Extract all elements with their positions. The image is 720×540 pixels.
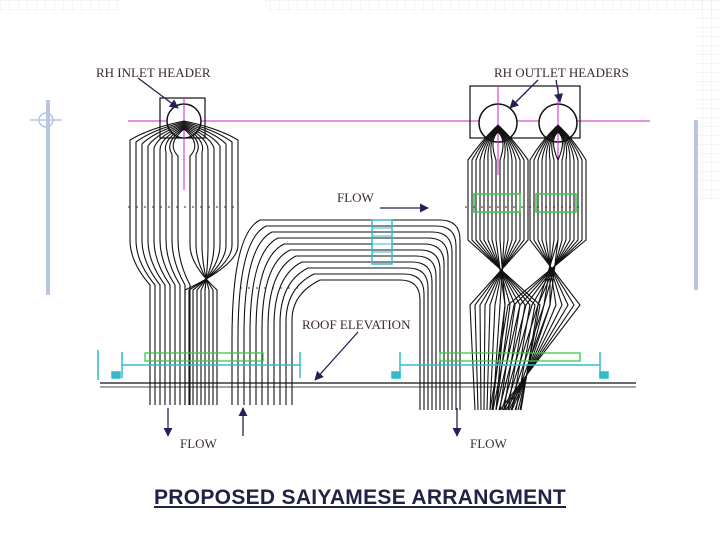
outlet-tube — [489, 129, 509, 411]
inlet-tube-bundle — [129, 120, 239, 405]
roof-pointer-arrow — [314, 331, 359, 381]
outlet-tube — [483, 128, 521, 411]
crossover-tube — [273, 261, 433, 410]
crossover-tube-bundle — [231, 219, 461, 410]
outlet-tube — [508, 127, 563, 411]
outlet-tube — [502, 125, 575, 411]
outlet-tube — [479, 126, 521, 411]
outlet-tube — [517, 130, 559, 411]
rh-outlet-headers — [469, 85, 581, 175]
outlet-tube — [498, 127, 575, 411]
outlet-tube — [507, 130, 565, 411]
outlet-tube — [483, 127, 517, 411]
inlet-tube — [159, 125, 185, 405]
inlet-tube — [135, 121, 185, 405]
crossover-tube — [279, 267, 429, 410]
flow-bottom-left-label: FLOW — [180, 436, 217, 451]
inlet-tube — [147, 123, 185, 405]
inlet-tube — [169, 127, 186, 405]
outlet-tube — [492, 130, 506, 411]
outlet-tube — [492, 125, 583, 411]
outlet-tube — [489, 124, 587, 411]
outlet-tube — [511, 128, 559, 411]
crossover-tube — [261, 249, 441, 410]
outlet-tube — [514, 129, 559, 411]
inlet-pointer-arrow — [137, 77, 179, 109]
crossover-tube — [249, 237, 449, 410]
inlet-tube — [164, 126, 185, 405]
outlet-tube — [487, 129, 516, 411]
inlet-tube — [141, 122, 185, 405]
crossover-tube — [291, 279, 421, 410]
flow-bottom-right-label: FLOW — [470, 436, 507, 451]
outlet-tube — [495, 126, 579, 411]
crossover-tube — [267, 255, 437, 410]
roof-elevation-label: ROOF ELEVATION — [302, 317, 411, 332]
rh-inlet-header-label: RH INLET HEADER — [96, 65, 211, 80]
crossover-tube — [285, 273, 425, 410]
inlet-tube — [153, 124, 185, 405]
outlet-tube — [491, 131, 506, 411]
roof-structure — [97, 350, 636, 388]
crossover-tube — [243, 231, 453, 410]
page-title: PROPOSED SAIYAMESE ARRANGMENT — [153, 486, 567, 509]
outlet-tube — [501, 128, 571, 411]
outlet-tube — [486, 128, 513, 411]
outlet-tube — [474, 125, 525, 411]
outlet-tube — [490, 130, 511, 411]
crossover-tube — [231, 219, 461, 410]
crossover-tube — [255, 243, 445, 410]
inlet-tube — [183, 128, 218, 405]
inlet-tube — [172, 128, 191, 405]
outlet-tube — [479, 127, 526, 411]
outlet-pointer-arrow-2 — [554, 79, 564, 103]
tube-spacers — [371, 193, 577, 265]
outlet-tube — [475, 126, 531, 411]
outlet-tube — [510, 131, 564, 411]
outlet-pointer-arrow-1 — [509, 79, 539, 109]
inlet-tube — [129, 120, 185, 405]
outlet-tube — [499, 124, 581, 411]
outlet-tube-bundle — [467, 124, 587, 411]
outlet-tube — [504, 129, 568, 411]
flow-top-label: FLOW — [337, 190, 374, 205]
outlet-tube — [495, 131, 506, 411]
rh-outlet-headers-label: RH OUTLET HEADERS — [494, 65, 629, 80]
decorative-grid — [0, 0, 720, 295]
inlet-tube — [183, 120, 239, 405]
outlet-tube — [505, 126, 569, 411]
dotted-elevation-lines — [128, 206, 585, 289]
crossover-tube — [237, 225, 457, 410]
outlet-tube — [471, 125, 536, 411]
outlet-tube — [469, 124, 529, 411]
pointer-arrows — [137, 77, 564, 437]
outlet-tube — [467, 124, 541, 411]
